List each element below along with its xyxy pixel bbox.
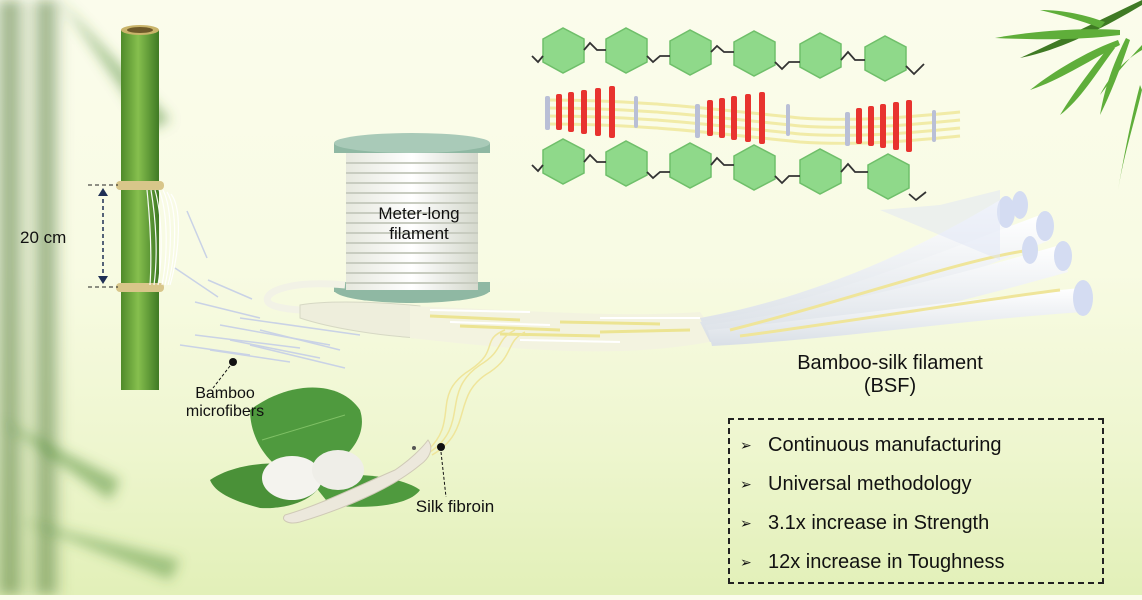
bamboo-stalk xyxy=(116,25,179,390)
bamboo-microfibers xyxy=(174,210,361,369)
feature-item: ➢ Universal methodology xyxy=(740,465,1102,504)
silkworm xyxy=(283,439,432,524)
silk-cocoons xyxy=(262,450,364,500)
spool-label: Meter-long filament xyxy=(344,204,494,243)
magnification-beam xyxy=(880,190,1000,260)
filament-spool xyxy=(334,133,490,303)
features-box: ➢ Continuous manufacturing ➢ Universal m… xyxy=(728,418,1104,584)
background-bamboo-left xyxy=(0,0,180,595)
feature-text: Continuous manufacturing xyxy=(768,434,1002,456)
silk-fibroin-label: Silk fibroin xyxy=(415,497,495,516)
feature-text: 12x increase in Toughness xyxy=(768,551,1005,573)
silk-threads xyxy=(427,329,526,456)
product-name: Bamboo-silk filament xyxy=(797,352,983,374)
feature-item: ➢ 3.1x increase in Strength xyxy=(740,504,1102,543)
molecular-structure xyxy=(531,27,961,202)
bamboo-leaves-top-right xyxy=(995,0,1142,190)
dimension-marker xyxy=(88,184,118,288)
silk-pointer-dot xyxy=(437,443,445,451)
feature-item: ➢ Continuous manufacturing xyxy=(740,426,1102,465)
arrowhead-bullet-icon: ➢ xyxy=(740,554,752,570)
arrowhead-bullet-icon: ➢ xyxy=(740,476,752,492)
product-label: Bamboo-silk filament (BSF) xyxy=(770,352,1010,398)
bamboo-microfibers-label: Bamboo microfibers xyxy=(170,385,280,422)
product-abbreviation: (BSF) xyxy=(863,375,917,397)
dimension-label: 20 cm xyxy=(20,228,67,247)
arrowhead-bullet-icon: ➢ xyxy=(740,515,752,531)
feature-text: Universal methodology xyxy=(768,473,972,495)
feature-item: ➢ 12x increase in Toughness xyxy=(740,543,1102,582)
bamboo-microfibers-label-text: Bamboo microfibers xyxy=(185,385,265,421)
spool-label-text: Meter-long filament xyxy=(378,204,460,243)
arrowhead-bullet-icon: ➢ xyxy=(740,437,752,453)
bamboo-silk-filament xyxy=(263,191,1093,352)
feature-text: 3.1x increase in Strength xyxy=(768,512,990,534)
microfiber-pointer-dot xyxy=(229,358,237,366)
silk-pointer-line xyxy=(440,451,447,498)
